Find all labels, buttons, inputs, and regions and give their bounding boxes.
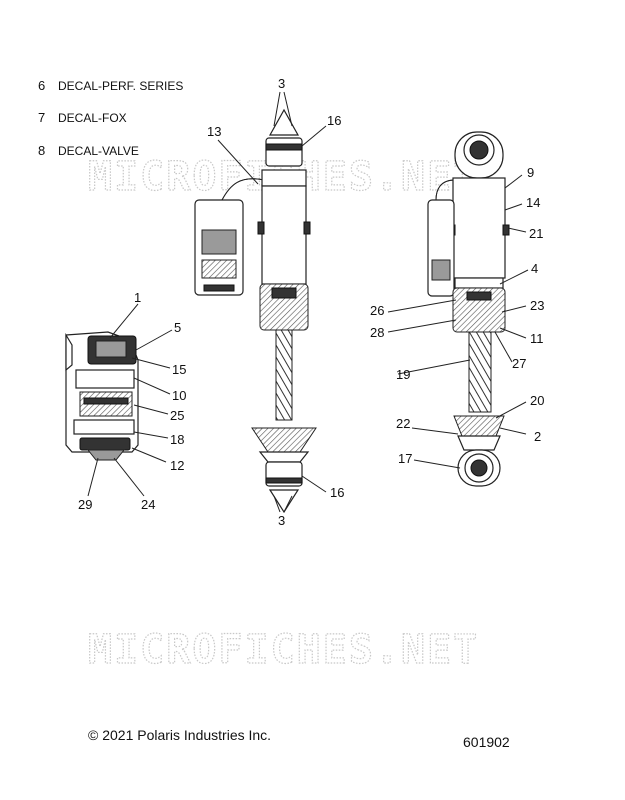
callout-1: 1 [134, 290, 141, 305]
callout-labels: 3 16 13 1 5 15 10 25 18 12 24 29 16 3 9 … [78, 76, 544, 528]
callout-11: 11 [530, 331, 544, 346]
right-shock-assembly [427, 131, 510, 487]
callout-21: 21 [529, 226, 543, 241]
legend-item-perf-series: 6 DECAL-PERF. SERIES [38, 78, 183, 93]
watermark-bottom: MICROFICHES.NET [88, 627, 479, 673]
legend-label: DECAL-FOX [58, 111, 127, 125]
callout-4: 4 [531, 261, 538, 276]
reservoir-assembly [65, 331, 139, 461]
callout-10: 10 [172, 388, 186, 403]
leader-lines [87, 91, 529, 513]
callout-16-top: 16 [327, 113, 341, 128]
callout-3-top: 3 [278, 76, 285, 91]
legend-item-valve: 8 DECAL-VALVE [38, 143, 139, 158]
callout-23: 23 [530, 298, 544, 313]
callout-5: 5 [174, 320, 181, 335]
callout-20: 20 [530, 393, 544, 408]
legend-label: DECAL-PERF. SERIES [58, 79, 184, 93]
center-shock-assembly [194, 108, 317, 514]
callout-9: 9 [527, 165, 534, 180]
callout-26: 26 [370, 303, 384, 318]
legend-label: DECAL-VALVE [58, 144, 139, 158]
callout-22: 22 [396, 416, 410, 431]
callout-19: 19 [396, 367, 410, 382]
callout-28: 28 [370, 325, 384, 340]
callout-25: 25 [170, 408, 184, 423]
callout-14: 14 [526, 195, 540, 210]
callout-13: 13 [207, 124, 221, 139]
callout-15: 15 [172, 362, 186, 377]
copyright-text: © 2021 Polaris Industries Inc. [88, 727, 272, 743]
callout-24: 24 [141, 497, 155, 512]
legend-number: 8 [38, 143, 46, 158]
legend-item-fox: 7 DECAL-FOX [38, 110, 127, 125]
callout-27: 27 [512, 356, 526, 371]
callout-16-bottom: 16 [330, 485, 344, 500]
callout-17: 17 [398, 451, 412, 466]
diagram-number: 601902 [463, 734, 510, 750]
legend-number: 6 [38, 78, 46, 93]
callout-2: 2 [534, 429, 541, 444]
legend-number: 7 [38, 110, 46, 125]
callout-3-bottom: 3 [278, 513, 285, 528]
callout-29: 29 [78, 497, 92, 512]
callout-12: 12 [170, 458, 184, 473]
callout-18: 18 [170, 432, 184, 447]
